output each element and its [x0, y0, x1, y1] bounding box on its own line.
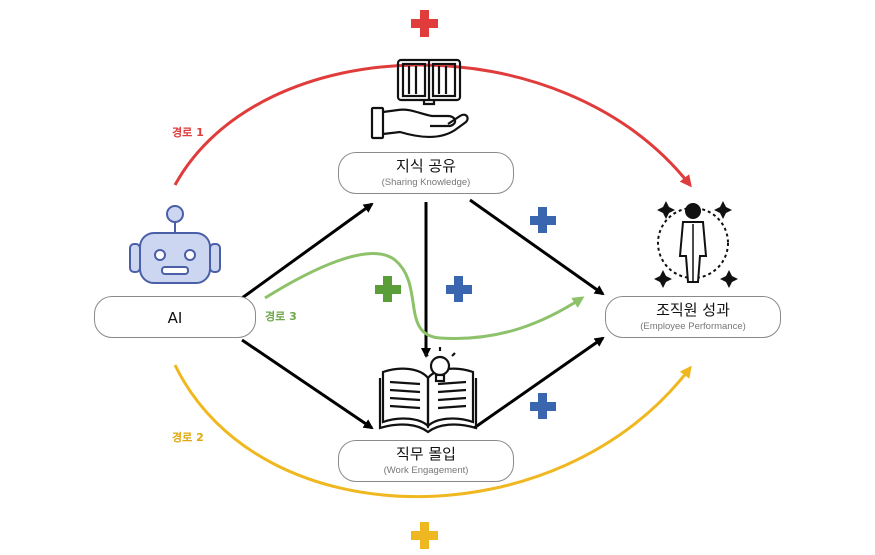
plus-red-icon [411, 10, 438, 37]
path2-arc [173, 364, 692, 498]
arrow-ai-to-sharing [241, 202, 374, 300]
work-engagement-node: 직무 몰입 (Work Engagement) [338, 440, 514, 482]
plus-yellow-icon [411, 522, 438, 549]
work-engagement-title: 직무 몰입 [396, 445, 456, 463]
ai-node: AI [94, 296, 256, 338]
sharing-knowledge-title: 지식 공유 [396, 157, 456, 175]
robot-icon [129, 205, 221, 284]
path1-arc [173, 63, 692, 188]
plus-blue-icon [530, 393, 556, 419]
work-engagement-subtitle: (Work Engagement) [383, 465, 469, 476]
plus-green-icon [375, 276, 401, 302]
sharing-knowledge-node: 지식 공유 (Sharing Knowledge) [338, 152, 514, 194]
person-icon [654, 201, 738, 288]
path2-label: 경로 2 [172, 431, 204, 444]
path3-label: 경로 3 [265, 310, 297, 323]
employee-performance-subtitle: (Employee Performance) [640, 321, 746, 332]
book-bulb-icon [378, 347, 478, 434]
path3-curve [264, 252, 585, 341]
employee-performance-title: 조직원 성과 [656, 301, 730, 319]
sharing-knowledge-subtitle: (Sharing Knowledge) [381, 177, 471, 188]
arrow-engagement-to-performance [473, 336, 605, 430]
ai-node-title: AI [167, 309, 183, 327]
employee-performance-node: 조직원 성과 (Employee Performance) [605, 296, 781, 338]
book-hand-icon [370, 58, 469, 140]
path1-label: 경로 1 [172, 126, 204, 139]
plus-blue-icon [530, 207, 556, 233]
plus-blue-icon [446, 276, 472, 302]
arrow-ai-to-engagement [241, 338, 374, 430]
arrow-sharing-to-performance [469, 198, 605, 296]
